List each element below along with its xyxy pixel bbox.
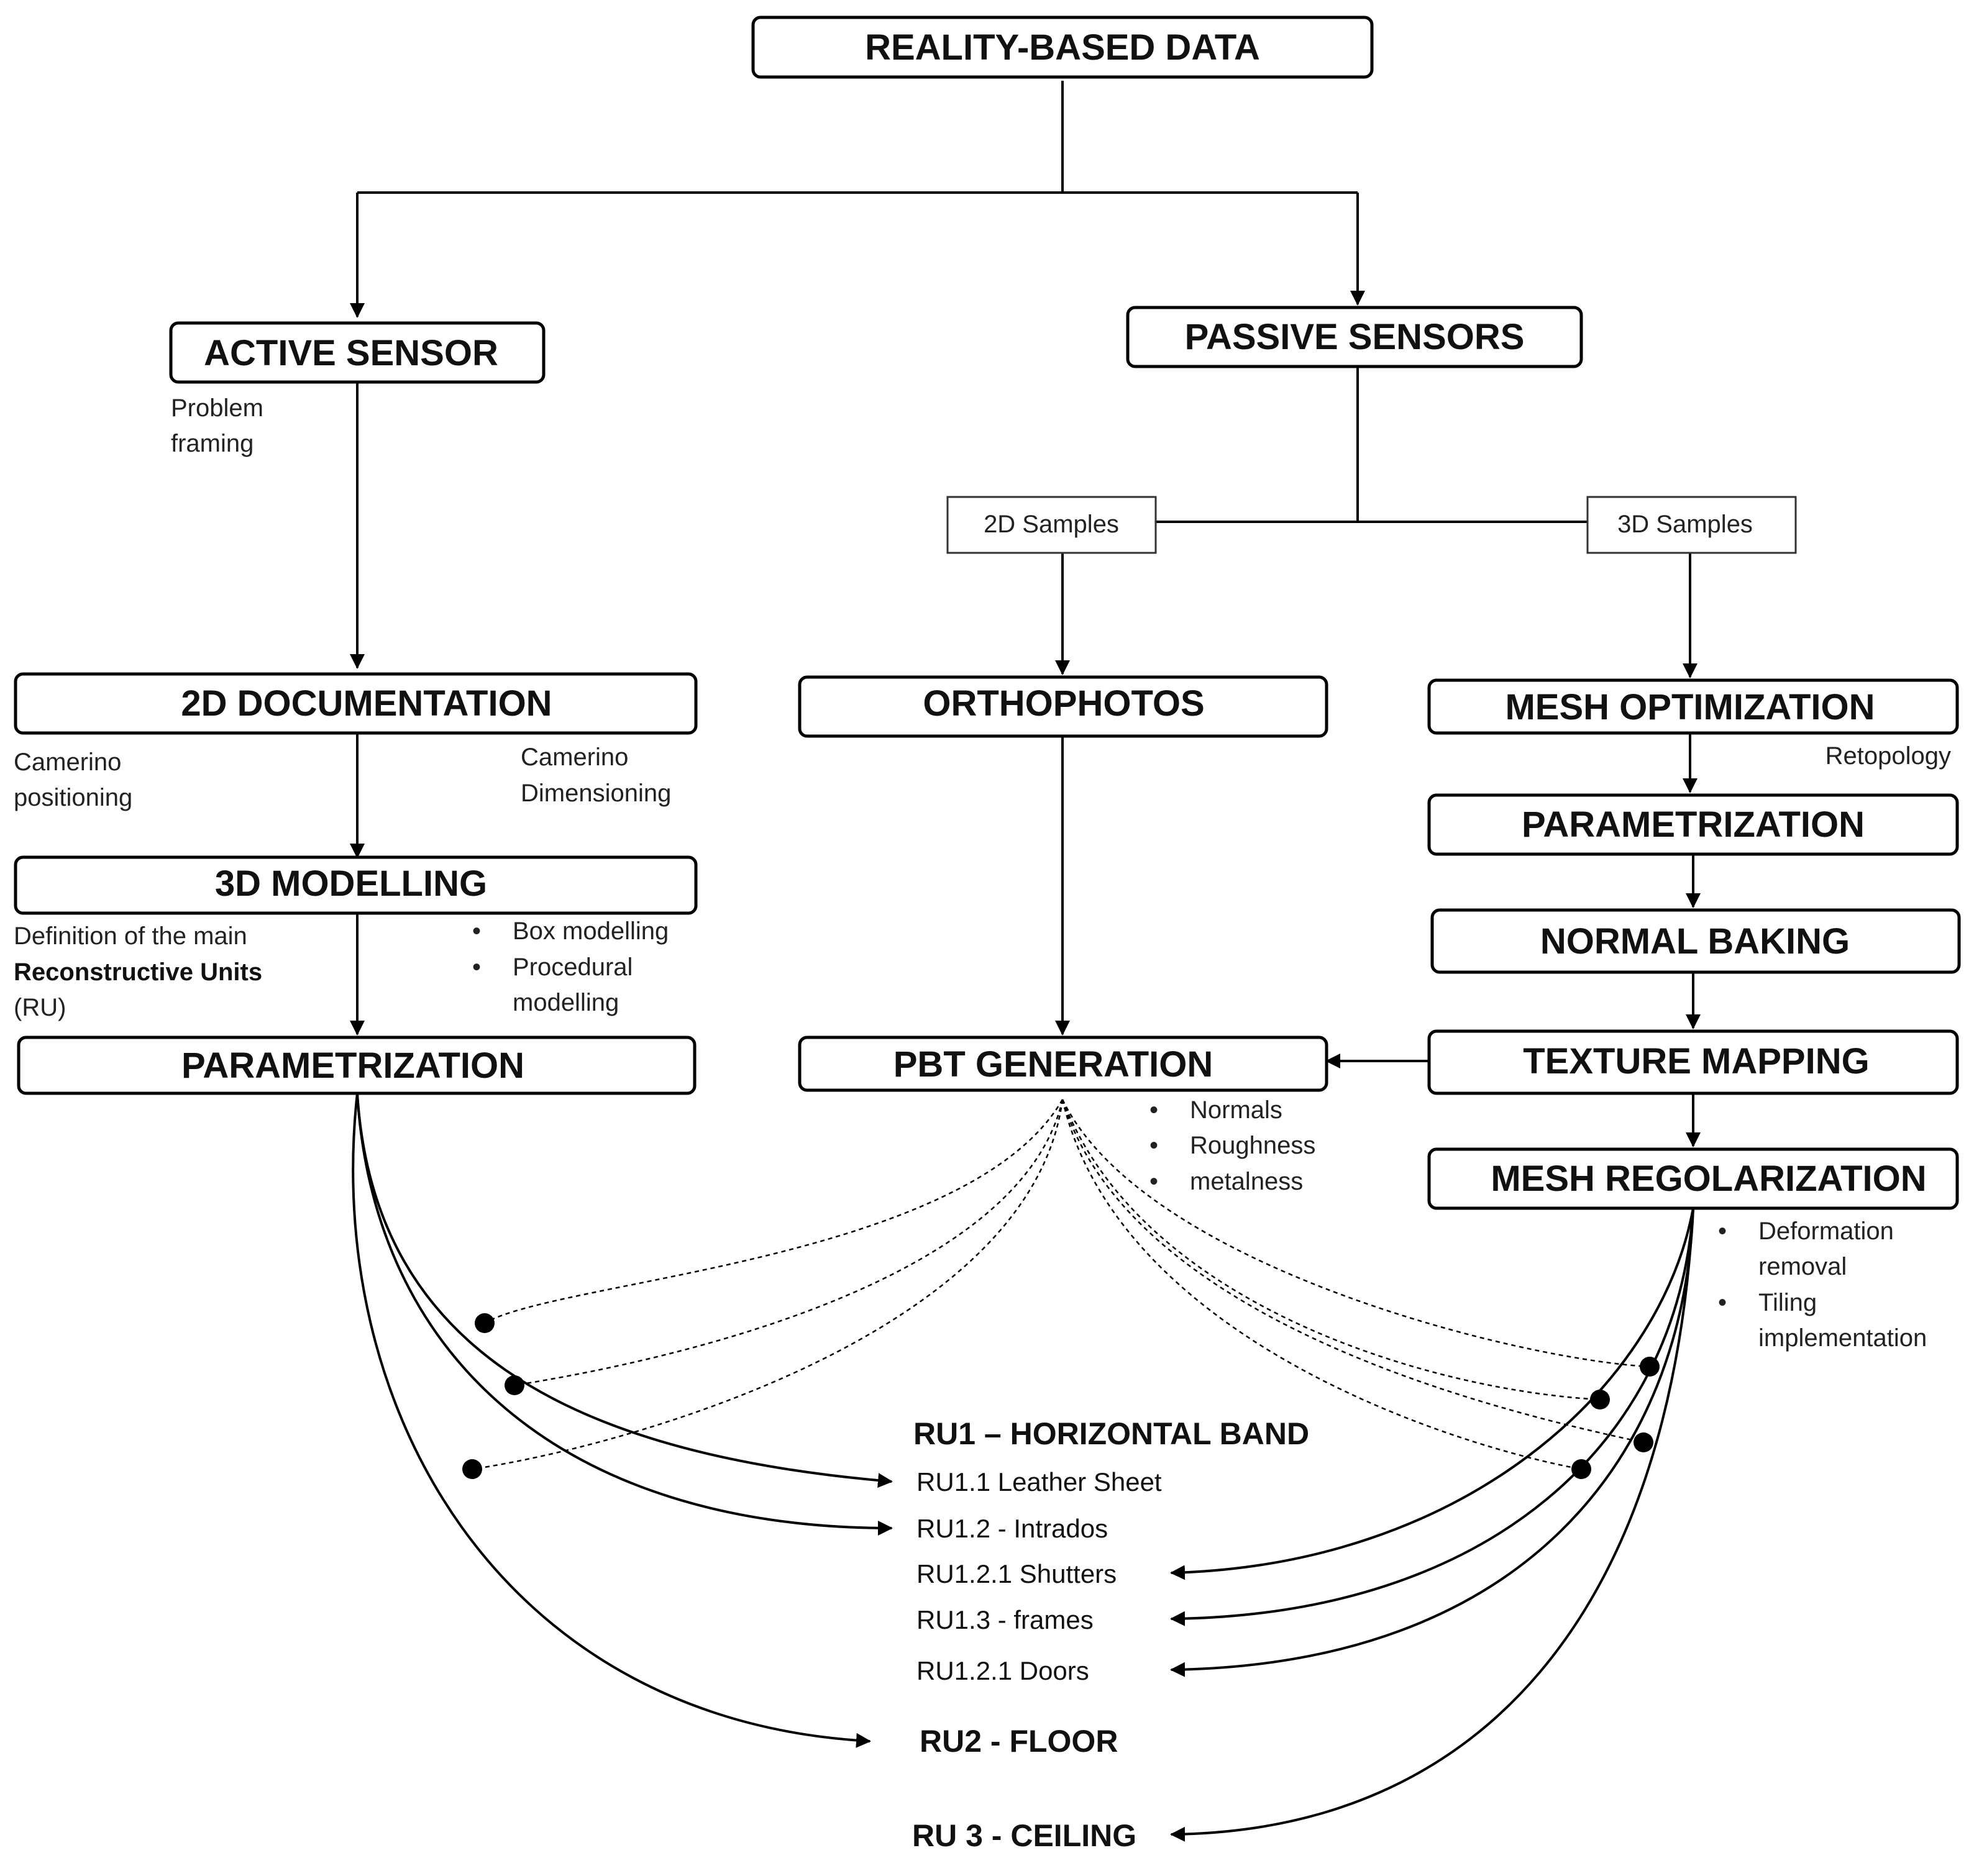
note-procedural-1: Procedural xyxy=(513,954,633,981)
note-def-3: (RU) xyxy=(14,994,66,1021)
label-param-left: PARAMETRIZATION xyxy=(181,1045,524,1086)
ru1-2-1-doors-label: RU1.2.1 Doors xyxy=(916,1656,1089,1685)
connectors xyxy=(350,81,1701,1147)
box-meshreg xyxy=(1427,1147,1959,1210)
bullet-icon: • xyxy=(1149,1132,1158,1159)
connector-reality-split xyxy=(357,81,1358,194)
box-meshopt xyxy=(1427,678,1959,735)
note-box-modelling: Box modelling xyxy=(513,918,669,945)
annotations: Problem framing Camerino positioning Cam… xyxy=(14,394,1951,1352)
ru1-3-label: RU1.3 - frames xyxy=(916,1605,1094,1634)
ru1-2-label: RU1.2 - Intrados xyxy=(916,1514,1108,1543)
note-roughness: Roughness xyxy=(1190,1132,1315,1159)
label-texture: TEXTURE MAPPING xyxy=(1523,1041,1870,1081)
box-passive xyxy=(1126,306,1583,368)
bullet-icon: • xyxy=(472,954,481,981)
box-3dmodel xyxy=(14,855,698,915)
connector-passive-samples xyxy=(1156,367,1588,523)
label-param-right: PARAMETRIZATION xyxy=(1522,804,1865,845)
box-samples3d xyxy=(1586,496,1797,554)
note-tiling-1: Tiling xyxy=(1758,1289,1817,1316)
bullet-icon: • xyxy=(1718,1218,1727,1245)
note-cam-pos-1: Camerino xyxy=(14,749,121,776)
junction-dots xyxy=(462,1313,1660,1479)
box-ortho xyxy=(798,675,1328,738)
box-pbt xyxy=(798,1036,1328,1092)
box-samples2d xyxy=(946,496,1157,554)
note-deform-2: removal xyxy=(1758,1253,1847,1280)
label-samples3d: 3D Samples xyxy=(1617,511,1753,538)
ru1-label: RU1 – HORIZONTAL BAND xyxy=(913,1416,1309,1451)
label-passive: PASSIVE SENSORS xyxy=(1185,317,1525,357)
note-retopology: Retopology xyxy=(1825,742,1951,770)
bullet-icon: • xyxy=(1149,1168,1158,1195)
note-def-1: Definition of the main xyxy=(14,922,247,950)
note-problem-2: framing xyxy=(171,430,254,457)
ru3-label: RU 3 - CEILING xyxy=(912,1818,1136,1853)
note-metalness: metalness xyxy=(1190,1168,1303,1195)
label-ortho: ORTHOPHOTOS xyxy=(923,683,1204,724)
box-param-right xyxy=(1427,793,1959,856)
sample-boxes xyxy=(946,496,1797,554)
box-active xyxy=(169,321,546,384)
label-normal: NORMAL BAKING xyxy=(1540,921,1850,962)
ru1-1-label: RU1.1 Leather Sheet xyxy=(916,1467,1162,1496)
bullet-icon: • xyxy=(472,918,481,945)
ru-labels: RU1 – HORIZONTAL BAND RU1.1 Leather Shee… xyxy=(912,1416,1309,1853)
label-samples2d: 2D Samples xyxy=(984,511,1119,538)
note-normals: Normals xyxy=(1190,1096,1282,1124)
note-cam-dim-2: Dimensioning xyxy=(521,780,671,807)
note-cam-pos-2: positioning xyxy=(14,784,132,811)
bullet-icon: • xyxy=(1149,1096,1158,1124)
process-boxes xyxy=(14,16,1961,1210)
box-param-left xyxy=(17,1036,697,1095)
note-cam-dim-1: Camerino xyxy=(521,744,628,771)
box-doc2d xyxy=(14,672,698,735)
note-deform-1: Deformation xyxy=(1758,1218,1894,1245)
box-labels: REALITY-BASED DATA ACTIVE SENSOR PASSIVE… xyxy=(181,27,1926,1199)
label-pbt: PBT GENERATION xyxy=(893,1044,1213,1085)
ru-curves xyxy=(352,1093,1694,1842)
box-texture xyxy=(1427,1029,1959,1095)
ru2-label: RU2 - FLOOR xyxy=(920,1724,1118,1759)
ru1-2-1-shutters-label: RU1.2.1 Shutters xyxy=(916,1559,1117,1588)
note-def-2: Reconstructive Units xyxy=(14,958,262,986)
note-tiling-2: implementation xyxy=(1758,1324,1927,1352)
label-active: ACTIVE SENSOR xyxy=(204,333,498,373)
label-meshopt: MESH OPTIMIZATION xyxy=(1505,687,1875,727)
label-3dmodel: 3D MODELLING xyxy=(215,863,487,904)
note-procedural-2: modelling xyxy=(513,989,619,1016)
pbt-dashed-curves xyxy=(472,1099,1650,1470)
bullet-icon: • xyxy=(1718,1289,1727,1316)
label-reality: REALITY-BASED DATA xyxy=(865,27,1260,68)
note-problem-1: Problem xyxy=(171,394,263,422)
box-normal xyxy=(1430,908,1961,974)
label-meshreg: MESH REGOLARIZATION xyxy=(1491,1159,1926,1199)
box-reality xyxy=(751,16,1374,79)
label-doc2d: 2D DOCUMENTATION xyxy=(181,683,552,724)
